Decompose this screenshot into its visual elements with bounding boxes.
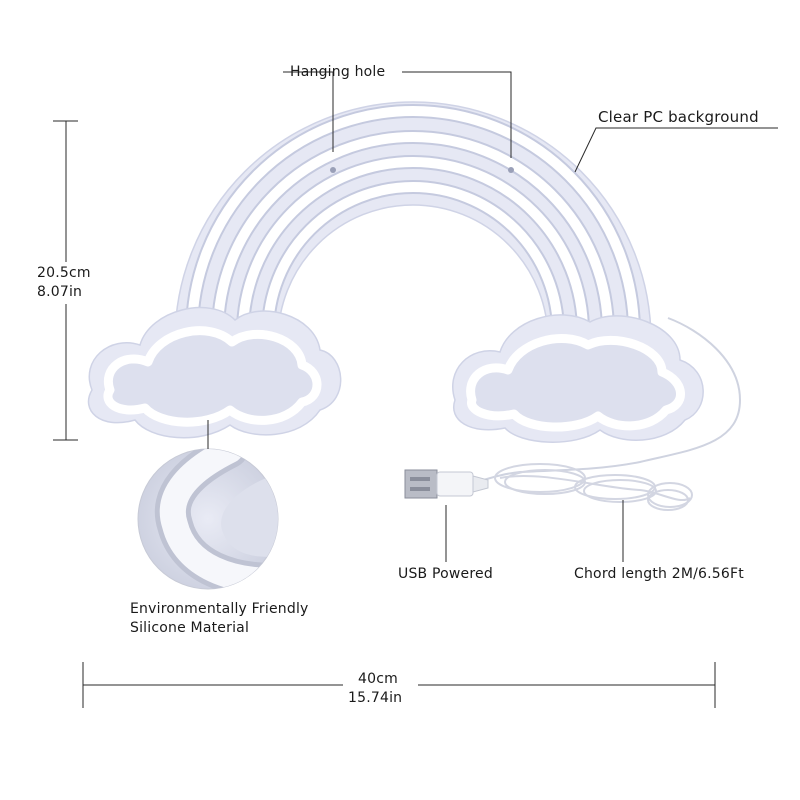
clear-pc-leader bbox=[574, 127, 778, 173]
material-label-line2: Silicone Material bbox=[130, 620, 250, 636]
usb-powered-label: USB Powered bbox=[398, 566, 493, 582]
height-cm-label: 20.5cm bbox=[37, 265, 91, 281]
coiled-cable bbox=[494, 463, 693, 511]
chord-length-label: Chord length 2M/6.56Ft bbox=[574, 566, 744, 582]
width-in-label: 15.74in bbox=[348, 690, 403, 706]
silicone-detail-zoom bbox=[137, 448, 279, 590]
material-label-line1: Environmentally Friendly bbox=[130, 601, 309, 617]
right-cloud bbox=[452, 314, 704, 443]
height-in-label: 8.07in bbox=[37, 284, 83, 300]
hanging-hole-leader-right bbox=[402, 71, 512, 158]
width-dimension bbox=[82, 662, 716, 708]
hanging-hole-left bbox=[330, 167, 336, 173]
clear-pc-background-label: Clear PC background bbox=[598, 108, 759, 126]
leader-lines bbox=[283, 71, 778, 562]
left-cloud bbox=[87, 306, 342, 439]
hanging-hole-leader bbox=[283, 71, 334, 152]
neon-rainbow-stripes bbox=[185, 104, 641, 339]
usb-plug bbox=[404, 469, 489, 499]
clear-pc-backing-arch bbox=[174, 101, 652, 341]
hanging-hole-right bbox=[508, 167, 514, 173]
width-cm-label: 40cm bbox=[358, 671, 398, 687]
height-dimension bbox=[53, 120, 78, 441]
hanging-hole-label: Hanging hole bbox=[290, 64, 386, 80]
